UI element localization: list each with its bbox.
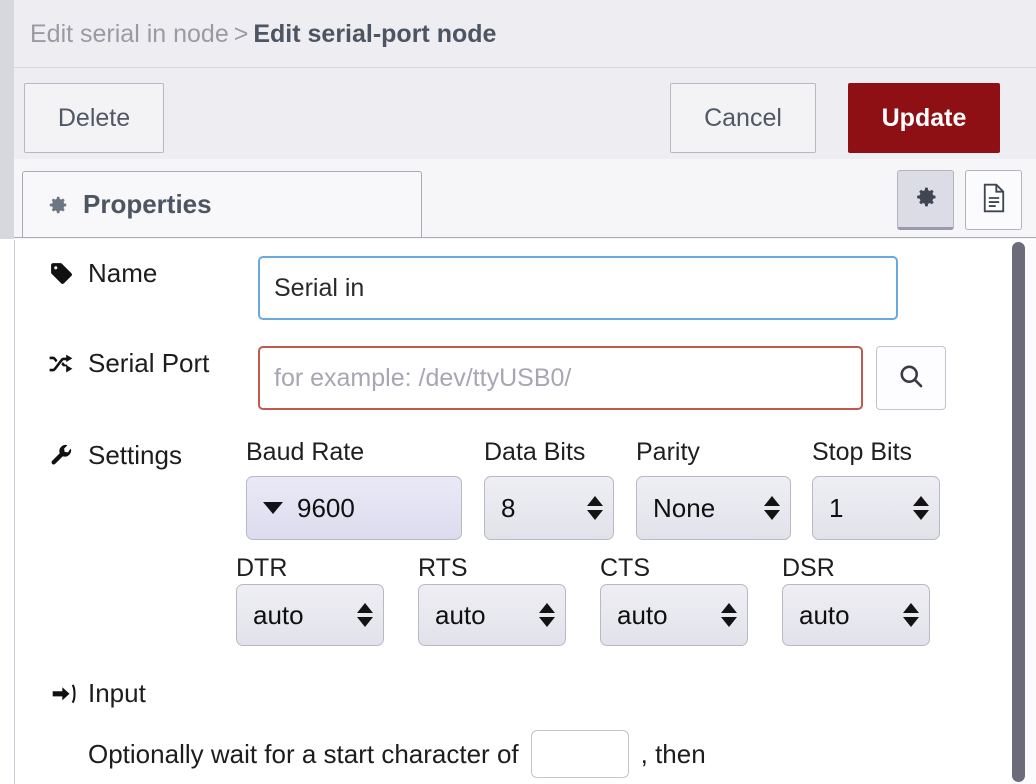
dsr-label: DSR <box>782 554 835 583</box>
search-icon <box>897 362 925 395</box>
parity-select[interactable]: None <box>636 476 791 540</box>
serial-port-input[interactable] <box>258 346 863 410</box>
spinner-icon[interactable] <box>357 603 373 627</box>
dtr-value: auto <box>253 600 304 631</box>
start-character-sentence: Optionally wait for a start character of… <box>88 730 706 778</box>
document-icon <box>981 183 1007 218</box>
start-character-text-before: Optionally wait for a start character of <box>88 739 519 770</box>
gear-icon <box>913 184 939 215</box>
dtr-select[interactable]: auto <box>236 584 384 646</box>
wrench-icon <box>48 443 74 469</box>
stop-bits-select[interactable]: 1 <box>812 476 940 540</box>
tab-underline <box>14 237 1036 238</box>
spinner-icon[interactable] <box>721 603 737 627</box>
serial-port-search-button[interactable] <box>876 346 946 410</box>
stop-bits-label: Stop Bits <box>812 438 912 467</box>
spinner-icon[interactable] <box>903 603 919 627</box>
settings-label: Settings <box>48 440 182 471</box>
dsr-select[interactable]: auto <box>782 584 930 646</box>
name-input[interactable] <box>258 256 898 320</box>
spinner-icon[interactable] <box>539 603 555 627</box>
settings-label-text: Settings <box>88 440 182 471</box>
rts-select[interactable]: auto <box>418 584 566 646</box>
name-row: Name <box>48 258 157 289</box>
gear-icon <box>47 194 69 216</box>
content-scrollbar-thumb[interactable] <box>1012 242 1025 782</box>
tab-properties-label: Properties <box>83 189 212 220</box>
sign-in-icon <box>50 681 76 707</box>
input-section-label: Input <box>88 678 146 709</box>
description-icon-button[interactable] <box>965 170 1022 230</box>
baud-rate-label: Baud Rate <box>246 438 364 467</box>
spinner-icon[interactable] <box>764 496 780 520</box>
input-section-header: Input <box>50 678 146 709</box>
serial-port-label: Serial Port <box>48 348 209 379</box>
parity-value: None <box>653 493 715 524</box>
cancel-button[interactable]: Cancel <box>670 83 816 153</box>
rts-label: RTS <box>418 554 468 583</box>
data-bits-label: Data Bits <box>484 438 585 467</box>
data-bits-select[interactable]: 8 <box>484 476 614 540</box>
tag-icon <box>48 261 74 287</box>
properties-panel: Name Serial Port <box>14 240 1036 784</box>
spinner-icon[interactable] <box>587 496 603 520</box>
serial-port-row: Serial Port <box>48 348 209 379</box>
serial-port-label-text: Serial Port <box>88 348 209 379</box>
chevron-down-icon <box>263 502 283 514</box>
baud-rate-value: 9600 <box>297 493 355 524</box>
stop-bits-value: 1 <box>829 493 843 524</box>
name-label: Name <box>48 258 157 289</box>
spinner-icon[interactable] <box>913 496 929 520</box>
baud-rate-select[interactable]: 9600 <box>246 476 462 540</box>
start-character-input[interactable] <box>531 730 629 778</box>
delete-button[interactable]: Delete <box>24 83 164 153</box>
breadcrumb-bar: Edit serial in node>Edit serial-port nod… <box>0 0 1036 68</box>
breadcrumb-current: Edit serial-port node <box>253 20 496 48</box>
settings-icon-button[interactable] <box>897 170 954 230</box>
breadcrumb: Edit serial in node>Edit serial-port nod… <box>30 17 496 51</box>
breadcrumb-separator: > <box>229 20 254 48</box>
dtr-label: DTR <box>236 554 287 583</box>
rts-value: auto <box>435 600 486 631</box>
settings-row: Settings <box>48 440 182 471</box>
cts-label: CTS <box>600 554 650 583</box>
data-bits-value: 8 <box>501 493 515 524</box>
update-button[interactable]: Update <box>848 83 1000 153</box>
breadcrumb-parent[interactable]: Edit serial in node <box>30 20 229 48</box>
start-character-text-after: , then <box>641 739 706 770</box>
cts-select[interactable]: auto <box>600 584 748 646</box>
shuffle-icon <box>48 351 74 377</box>
cts-value: auto <box>617 600 668 631</box>
name-label-text: Name <box>88 258 157 289</box>
parity-label: Parity <box>636 438 700 467</box>
tab-properties[interactable]: Properties <box>22 171 422 237</box>
dsr-value: auto <box>799 600 850 631</box>
